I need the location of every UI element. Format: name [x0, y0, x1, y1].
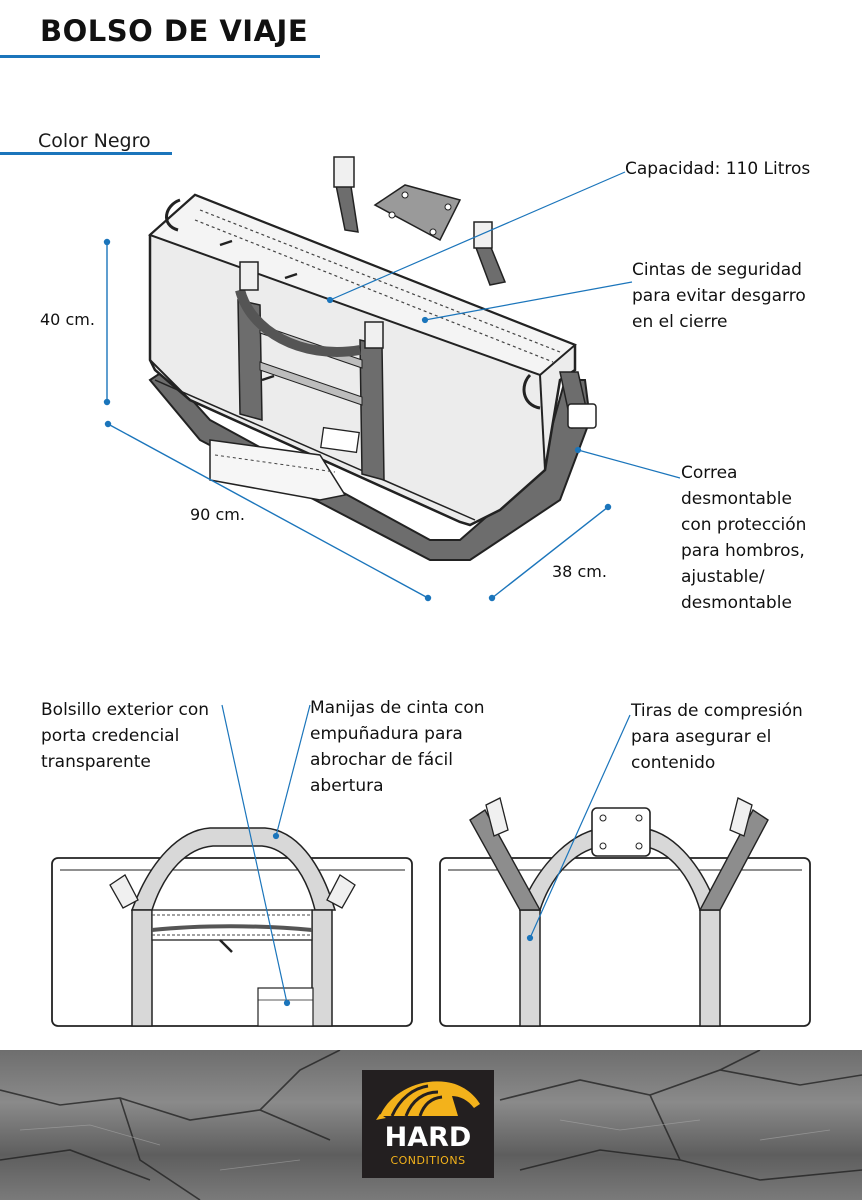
security-line-2: para evitar desgarro [632, 286, 806, 306]
callout-lines [326, 171, 681, 479]
stone-cracks [0, 1050, 862, 1200]
length-dimension: 90 cm. [190, 505, 245, 524]
back-view-drawing [439, 797, 811, 1027]
bottom-callout-lines [221, 704, 631, 1007]
strap-label: Correa desmontable con protección para h… [681, 460, 806, 616]
armadillo-icon [376, 1081, 480, 1120]
capacity-label: Capacidad: 110 Litros [625, 159, 811, 179]
pocket-label: Bolsillo exterior con porta credencial t… [41, 697, 209, 775]
pocket-line-1: Bolsillo exterior con [41, 700, 209, 720]
front-view-drawing [51, 827, 413, 1027]
height-dimension: 40 cm. [40, 310, 95, 329]
compression-line-1: Tiras de compresión [631, 701, 803, 721]
color-underline [0, 152, 172, 155]
strap-line-1: Correa [681, 463, 738, 483]
compression-label: Tiras de compresión para asegurar el con… [631, 698, 803, 776]
security-line-1: Cintas de seguridad [632, 260, 802, 280]
security-label: Cintas de seguridad para evitar desgarro… [632, 257, 806, 335]
dimension-lines [103, 238, 612, 602]
handles-label: Manijas de cinta con empuñadura para abr… [310, 695, 485, 799]
strap-line-5: ajustable/ [681, 567, 765, 587]
bag-illustrations [51, 156, 811, 1027]
footer-stone-band: HARD CONDITIONS [0, 1050, 862, 1200]
main-bag-drawing [148, 156, 597, 561]
handles-line-2: empuñadura para [310, 724, 463, 744]
strap-line-4: para hombros, [681, 541, 805, 561]
page-title: BOLSO DE VIAJE [40, 14, 309, 48]
pocket-line-3: transparente [41, 752, 151, 772]
handles-line-4: abertura [310, 776, 384, 796]
title-underline [0, 55, 320, 58]
handles-line-3: abrochar de fácil [310, 750, 454, 770]
security-line-3: en el cierre [632, 312, 728, 332]
handles-line-1: Manijas de cinta con [310, 698, 485, 718]
compression-line-3: contenido [631, 753, 716, 773]
strap-line-3: con protección [681, 515, 807, 535]
color-label: Color Negro [38, 130, 151, 152]
strap-line-6: desmontable [681, 593, 792, 613]
brand-logo: HARD CONDITIONS [362, 1070, 494, 1178]
compression-line-2: para asegurar el [631, 727, 772, 747]
strap-line-2: desmontable [681, 489, 792, 509]
pocket-line-2: porta credencial [41, 726, 180, 746]
brand-tagline: CONDITIONS [390, 1154, 466, 1167]
brand-name: HARD [384, 1122, 472, 1153]
depth-dimension: 38 cm. [552, 562, 607, 581]
